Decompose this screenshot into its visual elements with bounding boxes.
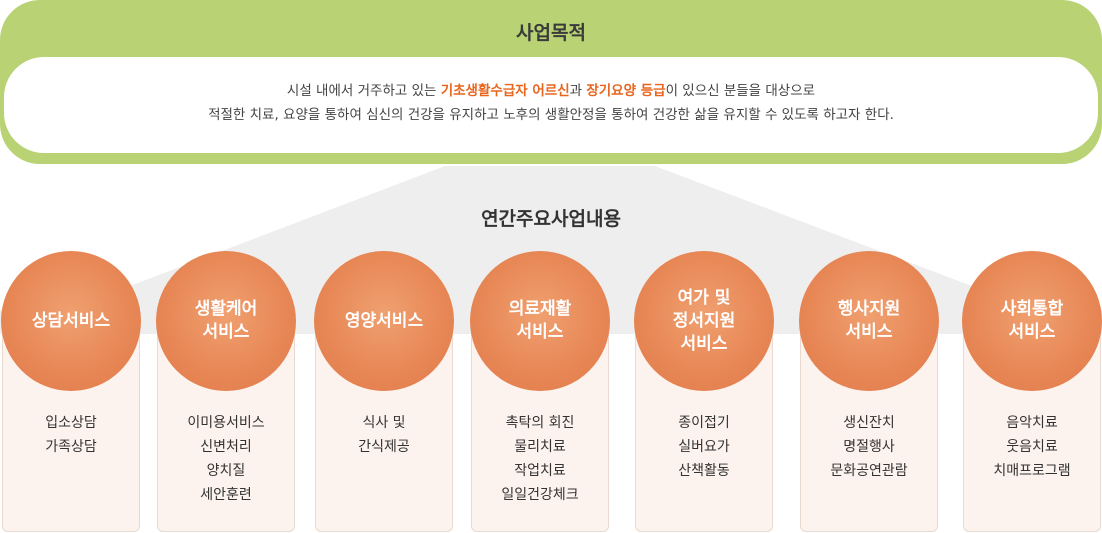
service-item: 양치질	[206, 463, 246, 479]
service-item: 웃음치료	[1006, 439, 1058, 455]
service-item: 종이접기	[678, 415, 730, 431]
service-item: 촉탁의 회진	[505, 415, 575, 431]
service-item: 치매프로그램	[993, 463, 1071, 479]
service-item: 일일건강체크	[501, 487, 579, 503]
service-item: 이미용서비스	[187, 415, 265, 431]
service-item: 신변처리	[200, 439, 252, 455]
service-item: 가족상담	[45, 439, 97, 455]
service-item: 입소상담	[45, 415, 97, 431]
highlight-recipients: 기초생활수급자 어르신	[440, 83, 570, 99]
service-circle: 생활케어 서비스	[156, 251, 296, 391]
service-item: 산책활동	[678, 463, 730, 479]
service-item: 생신잔치	[843, 415, 895, 431]
purpose-line1-mid: 과	[569, 83, 587, 99]
service-item: 식사 및	[362, 415, 406, 431]
service-item: 명절행사	[843, 439, 895, 455]
service-item: 문화공연관람	[830, 463, 908, 479]
roof-shape	[67, 166, 1035, 320]
service-item: 음악치료	[1006, 415, 1058, 431]
highlight-care-grade: 장기요양 등급	[586, 83, 666, 99]
service-circle: 행사지원 서비스	[799, 251, 939, 391]
service-item: 작업치료	[514, 463, 566, 479]
service-circle: 의료재활 서비스	[470, 251, 610, 391]
purpose-line1-prefix: 시설 내에서 거주하고 있는	[286, 83, 441, 99]
purpose-line-1: 시설 내에서 거주하고 있는 기초생활수급자 어르신과 장기요양 등급이 있으신…	[4, 79, 1098, 103]
service-circle: 상담서비스	[1, 251, 141, 391]
service-item: 물리치료	[514, 439, 566, 455]
service-circle: 영양서비스	[314, 251, 454, 391]
annual-section-title: 연간주요사업내용	[481, 208, 621, 230]
purpose-title: 사업목적	[516, 22, 586, 44]
purpose-description-box: 시설 내에서 거주하고 있는 기초생활수급자 어르신과 장기요양 등급이 있으신…	[4, 57, 1098, 153]
purpose-panel: 사업목적 시설 내에서 거주하고 있는 기초생활수급자 어르신과 장기요양 등급…	[0, 0, 1102, 164]
purpose-description: 시설 내에서 거주하고 있는 기초생활수급자 어르신과 장기요양 등급이 있으신…	[4, 79, 1098, 127]
service-item: 세안훈련	[200, 487, 252, 503]
service-circle: 사회통합 서비스	[962, 251, 1102, 391]
service-circle: 여가 및 정서지원 서비스	[634, 251, 774, 391]
purpose-line1-suffix: 이 있으신 분들을 대상으로	[665, 83, 816, 99]
service-item: 간식제공	[358, 439, 410, 455]
purpose-line-2: 적절한 치료, 요양을 통하여 심신의 건강을 유지하고 노후의 생활안정을 통…	[208, 107, 894, 123]
service-item: 실버요가	[678, 439, 730, 455]
